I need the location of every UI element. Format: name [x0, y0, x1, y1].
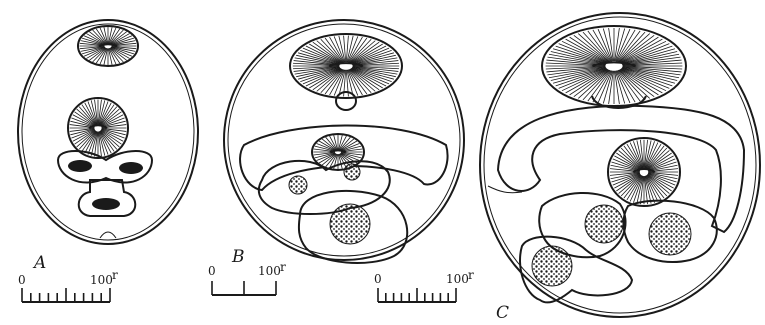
- scale-bar-a-start: 0: [18, 273, 26, 287]
- panel-a-scale-bar: 0 100 r: [18, 268, 118, 302]
- panel-a-lower-cell: [79, 180, 136, 216]
- panel-a: A 0 100 r: [18, 20, 198, 302]
- panel-c-label: C: [496, 303, 509, 323]
- scale-bar-b-unit: r: [280, 260, 286, 274]
- scale-bar-c-start: 0: [374, 272, 382, 286]
- scale-bar-a-unit: r: [112, 268, 118, 282]
- panel-a-notch: [100, 232, 116, 238]
- panel-b-nucleus-left: [289, 176, 307, 194]
- panel-b: B 0 100 r: [208, 20, 464, 295]
- panel-c-radial-disc-top: [542, 26, 686, 106]
- panel-c-radial-disc-center: [608, 138, 680, 206]
- panel-b-left-cell: [259, 161, 390, 214]
- panel-a-label: A: [32, 253, 46, 273]
- panel-c-nucleus-lower: [532, 246, 572, 286]
- panel-b-nucleus-large: [330, 204, 370, 244]
- scale-bar-b-start: 0: [208, 264, 216, 278]
- scale-bar-a-end: 100: [90, 273, 113, 287]
- scale-bar-c-end: 100: [446, 272, 469, 286]
- panel-a-radial-disc-top: [78, 26, 138, 66]
- panel-a-radial-disc-middle: [68, 98, 128, 158]
- panel-a-nucleus-left: [68, 160, 92, 172]
- panel-a-nucleus-right: [119, 162, 143, 174]
- panel-b-label: B: [231, 247, 245, 267]
- scale-bar-c-unit: r: [468, 268, 474, 282]
- panel-b-nucleus-right: [344, 164, 360, 180]
- panel-c-scale-bar: 0 100 r: [374, 268, 474, 302]
- panel-b-scale-bar: 0 100 r: [208, 260, 286, 295]
- panel-c-nucleus-left: [585, 205, 623, 243]
- panel-c-nucleus-right: [649, 213, 691, 255]
- scale-bar-b-end: 100: [258, 264, 281, 278]
- panel-a-nucleus-lower: [92, 198, 120, 210]
- panel-b-radial-disc-top: [290, 34, 402, 98]
